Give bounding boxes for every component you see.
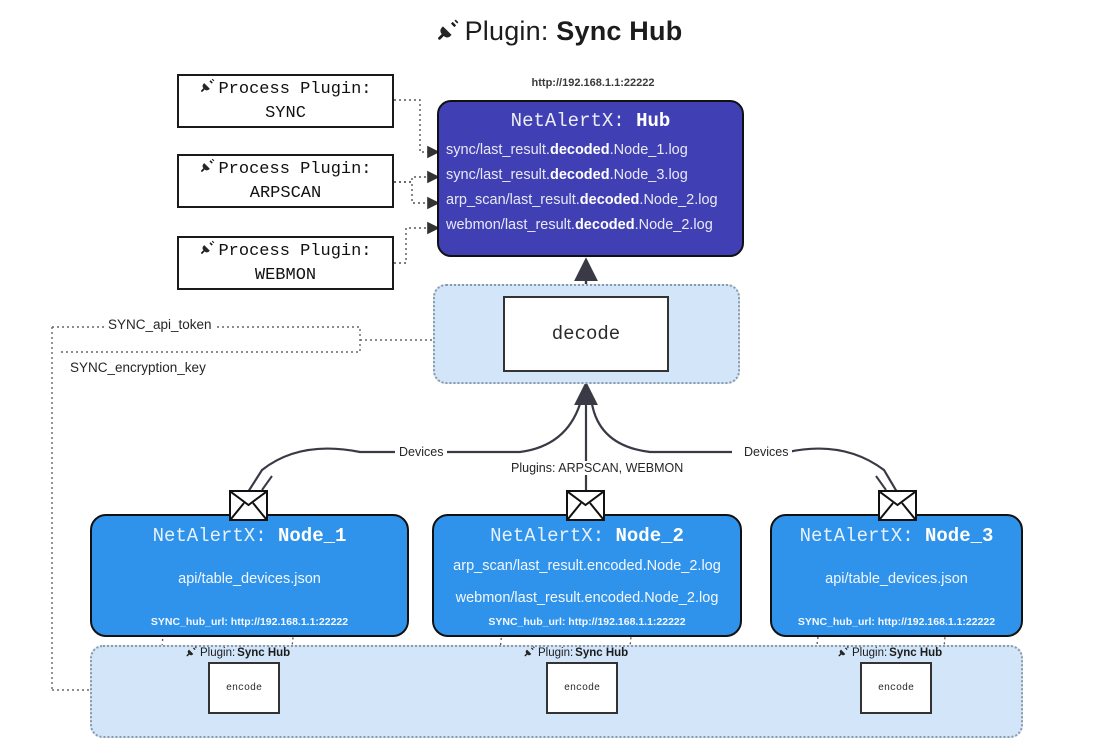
plug-icon <box>199 239 216 264</box>
node-title: NetAlertX: Node_2 <box>434 525 740 547</box>
log-pre: arp_scan/last_result. <box>446 191 580 208</box>
edge-label-devices-right: Devices <box>740 445 793 459</box>
title-prefix: Plugin: <box>464 16 557 46</box>
encoder-plugin-name: Sync Hub <box>575 647 629 659</box>
page-title: Plugin: Sync Hub <box>0 16 1117 50</box>
hub-log-line: sync/last_result.decoded.Node_1.log <box>439 138 742 163</box>
envelope-icon <box>878 490 917 521</box>
process-plugin-box-sync[interactable]: Process Plugin: SYNC <box>177 74 394 128</box>
process-plugin-name: ARPSCAN <box>249 183 322 203</box>
node-title-prefix: NetAlertX: <box>152 525 278 547</box>
log-em: decoded <box>549 166 610 183</box>
hub-url-label: http://192.168.1.1:22222 <box>531 77 655 89</box>
log-post: .Node_2.log <box>634 216 713 233</box>
node-path: api/table_devices.json <box>825 571 968 587</box>
envelope-icon <box>566 490 605 521</box>
log-post: .Node_2.log <box>639 191 718 208</box>
encoder-plugin-prefix: Plugin: <box>200 647 236 659</box>
title-name: Sync Hub <box>556 16 683 46</box>
node-box-node-3[interactable]: NetAlertX: Node_3 api/table_devices.json… <box>770 514 1023 637</box>
node-title-name: Node_1 <box>278 525 347 547</box>
process-plugin-box-arpscan[interactable]: Process Plugin: ARPSCAN <box>177 154 394 208</box>
log-em: decoded <box>574 216 635 233</box>
node-path: arp_scan/last_result.encoded.Node_2.log <box>453 558 721 574</box>
process-plugin-title: Process Plugin: <box>218 159 372 179</box>
hub-title-prefix: NetAlertX: <box>510 110 637 132</box>
encoder-plugin-label: Plugin: Sync Hub <box>523 645 628 661</box>
node-box-node-1[interactable]: NetAlertX: Node_1 api/table_devices.json… <box>90 514 409 637</box>
node-hub-url: SYNC_hub_url: http://192.168.1.1:22222 <box>797 616 996 628</box>
encoder-plugin-label: Plugin: Sync Hub <box>837 645 942 661</box>
encoder-plugin-prefix: Plugin: <box>538 647 574 659</box>
log-em: decoded <box>549 142 610 158</box>
node-box-node-2[interactable]: NetAlertX: Node_2 arp_scan/last_result.e… <box>432 514 742 637</box>
decode-box[interactable]: decode <box>503 296 669 372</box>
node-path: api/table_devices.json <box>178 571 321 587</box>
process-plugin-title: Process Plugin: <box>218 241 372 261</box>
hub-title: NetAlertX: Hub <box>439 110 742 132</box>
plug-icon <box>199 77 216 102</box>
plug-icon <box>837 645 850 661</box>
hub-title-name: Hub <box>636 110 671 132</box>
log-post: .Node_3.log <box>609 166 688 183</box>
plug-icon <box>435 17 461 50</box>
node-hub-url: SYNC_hub_url: http://192.168.1.1:22222 <box>488 616 686 628</box>
encoder-plugin-name: Sync Hub <box>237 647 291 659</box>
encoder-plugin-label: Plugin: Sync Hub <box>185 645 290 661</box>
node-path: webmon/last_result.encoded.Node_2.log <box>455 589 719 606</box>
encode-box[interactable]: encode <box>860 662 932 714</box>
log-pre: sync/last_result. <box>446 142 550 158</box>
encoder-plugin-prefix: Plugin: <box>852 647 888 659</box>
hub-log-line: arp_scan/last_result.decoded.Node_2.log <box>439 188 742 213</box>
edge-label-devices-left: Devices <box>395 445 448 459</box>
hub-log-line: webmon/last_result.decoded.Node_2.log <box>439 213 742 238</box>
edge-label-plugins: Plugins: ARPSCAN, WEBMON <box>507 461 688 475</box>
plug-icon <box>523 645 536 661</box>
node-title: NetAlertX: Node_1 <box>92 525 407 547</box>
log-pre: sync/last_result. <box>446 166 550 183</box>
log-pre: webmon/last_result. <box>446 216 575 233</box>
process-plugin-name: WEBMON <box>254 265 317 285</box>
hub-log-line: sync/last_result.decoded.Node_3.log <box>439 163 742 188</box>
hub-box[interactable]: NetAlertX: Hub sync/last_result.decoded.… <box>437 100 744 257</box>
process-plugin-title: Process Plugin: <box>218 79 372 99</box>
node-title-prefix: NetAlertX: <box>490 525 616 547</box>
process-plugin-name: SYNC <box>265 103 306 123</box>
node-hub-url: SYNC_hub_url: http://192.168.1.1:22222 <box>150 616 349 628</box>
encode-box[interactable]: encode <box>208 662 280 714</box>
plug-icon <box>199 157 216 182</box>
plug-icon <box>185 645 198 661</box>
log-post: .Node_1.log <box>609 142 688 158</box>
log-em: decoded <box>579 191 640 208</box>
encode-box[interactable]: encode <box>546 662 618 714</box>
envelope-icon <box>229 490 268 521</box>
sync-api-token-label: SYNC_api_token <box>104 317 216 332</box>
node-title: NetAlertX: Node_3 <box>772 525 1021 547</box>
encoder-plugin-name: Sync Hub <box>889 647 943 659</box>
sync-encryption-key-label: SYNC_encryption_key <box>66 360 210 375</box>
node-title-prefix: NetAlertX: <box>799 525 925 547</box>
node-title-name: Node_2 <box>615 525 684 547</box>
process-plugin-box-webmon[interactable]: Process Plugin: WEBMON <box>177 236 394 290</box>
node-title-name: Node_3 <box>925 525 994 547</box>
